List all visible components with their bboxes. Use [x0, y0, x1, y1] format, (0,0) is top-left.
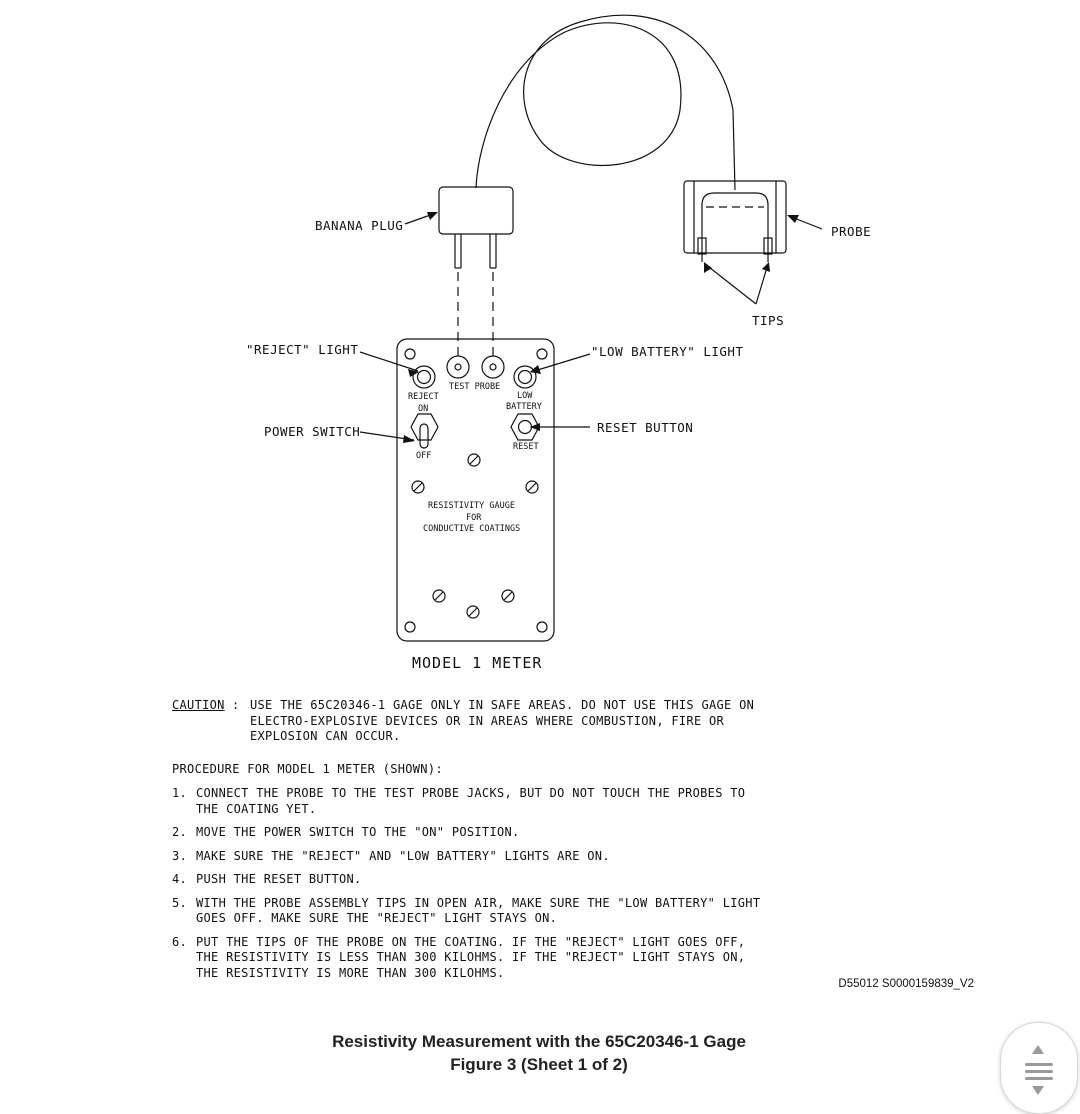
procedure-steps: 1. CONNECT THE PROBE TO THE TEST PROBE JA… [172, 786, 792, 981]
meter-on-text: ON [418, 404, 429, 414]
procedure-step: 6. PUT THE TIPS OF THE PROBE ON THE COATI… [172, 935, 792, 982]
banana-plug-body [438, 186, 514, 235]
meter-gauge-subtitle: CONDUCTIVE COATINGS [423, 524, 521, 534]
step-number: 4. [172, 872, 188, 886]
procedure-step: 5. WITH THE PROBE ASSEMBLY TIPS IN OPEN A… [172, 896, 792, 927]
probe-label: PROBE [831, 224, 872, 239]
caution-note: CAUTION : USE THE 65C20346-1 GAGE ONLY I… [172, 698, 792, 745]
meter-off-text: OFF [416, 451, 432, 461]
mounting-holes [404, 348, 548, 633]
leader-arrowheads [403, 212, 799, 443]
three-lines-icon [1025, 1063, 1053, 1066]
step-text: PUSH THE RESET BUTTON. [196, 872, 362, 886]
test-probe-jacks [446, 355, 505, 379]
triangle-down-icon[interactable] [1032, 1086, 1044, 1095]
probe-cable [475, 14, 736, 191]
meter-reject-text: REJECT [408, 392, 439, 402]
meter-test-probe-text: TEST PROBE [449, 382, 501, 392]
connection-dashes [457, 272, 494, 356]
step-number: 6. [172, 934, 188, 949]
procedure-step: 2. MOVE THE POWER SWITCH TO THE "ON" POSI… [172, 825, 792, 841]
step-text: MOVE THE POWER SWITCH TO THE "ON" POSITI… [196, 825, 520, 839]
leader-lines [359, 212, 823, 441]
step-number: 2. [172, 825, 188, 839]
step-text: PUT THE TIPS OF THE PROBE ON THE COATING… [196, 934, 746, 980]
figure-caption: Resistivity Measurement with the 65C2034… [240, 1030, 838, 1076]
caution-word: CAUTION [172, 698, 225, 712]
power-switch-toggle [410, 413, 439, 449]
model-label: MODEL 1 METER [412, 654, 543, 672]
step-number: 5. [172, 895, 188, 910]
low-battery-light-label: "LOW BATTERY" LIGHT [591, 344, 744, 359]
meter-gauge-title: RESISTIVITY GAUGE [428, 501, 515, 511]
procedure-step: 1. CONNECT THE PROBE TO THE TEST PROBE JA… [172, 786, 792, 817]
step-text: WITH THE PROBE ASSEMBLY TIPS IN OPEN AIR… [196, 895, 761, 926]
step-number: 1. [172, 786, 188, 800]
caution-colon: : [232, 698, 240, 712]
step-text: MAKE SURE THE "REJECT" AND "LOW BATTERY"… [196, 848, 610, 863]
procedure-title: PROCEDURE FOR MODEL 1 METER (SHOWN): [172, 761, 443, 776]
tips-label: TIPS [752, 313, 785, 328]
procedure-step: 4. PUSH THE RESET BUTTON. [172, 872, 792, 888]
step-text: CONNECT THE PROBE TO THE TEST PROBE JACK… [196, 786, 746, 816]
step-number: 3. [172, 848, 188, 863]
reset-button-label: RESET BUTTON [597, 420, 694, 435]
panel-screws [411, 453, 539, 619]
scroll-control-button[interactable] [1000, 1022, 1078, 1114]
caption-sheet: Figure 3 (Sheet 1 of 2) [450, 1055, 628, 1074]
meter-battery-text: BATTERY [506, 402, 542, 412]
probe-body [683, 180, 787, 262]
meter-reset-text: RESET [513, 442, 539, 452]
reject-light-fixture [412, 365, 436, 389]
power-switch-label: POWER SWITCH [264, 424, 361, 439]
low-battery-light-fixture [513, 365, 537, 389]
caption-title: Resistivity Measurement with the 65C2034… [332, 1032, 746, 1051]
drawing-code: D55012 S0000159839_V2 [838, 978, 974, 990]
banana-plug-prongs [454, 234, 497, 269]
caution-text: USE THE 65C20346-1 GAGE ONLY IN SAFE ARE… [250, 698, 755, 743]
banana-plug-label: BANANA PLUG [315, 218, 404, 233]
three-lines-icon [1025, 1077, 1053, 1080]
triangle-up-icon[interactable] [1032, 1045, 1044, 1054]
meter-gauge-for: FOR [466, 513, 482, 523]
reject-light-label: "REJECT" LIGHT [246, 342, 359, 357]
meter-body [396, 338, 555, 642]
meter-low-text: LOW [517, 391, 533, 401]
three-lines-icon [1025, 1070, 1053, 1073]
procedure-notes: CAUTION : USE THE 65C20346-1 GAGE ONLY I… [172, 698, 792, 989]
procedure-step: 3. MAKE SURE THE "REJECT" AND "LOW BATTER… [172, 849, 792, 865]
